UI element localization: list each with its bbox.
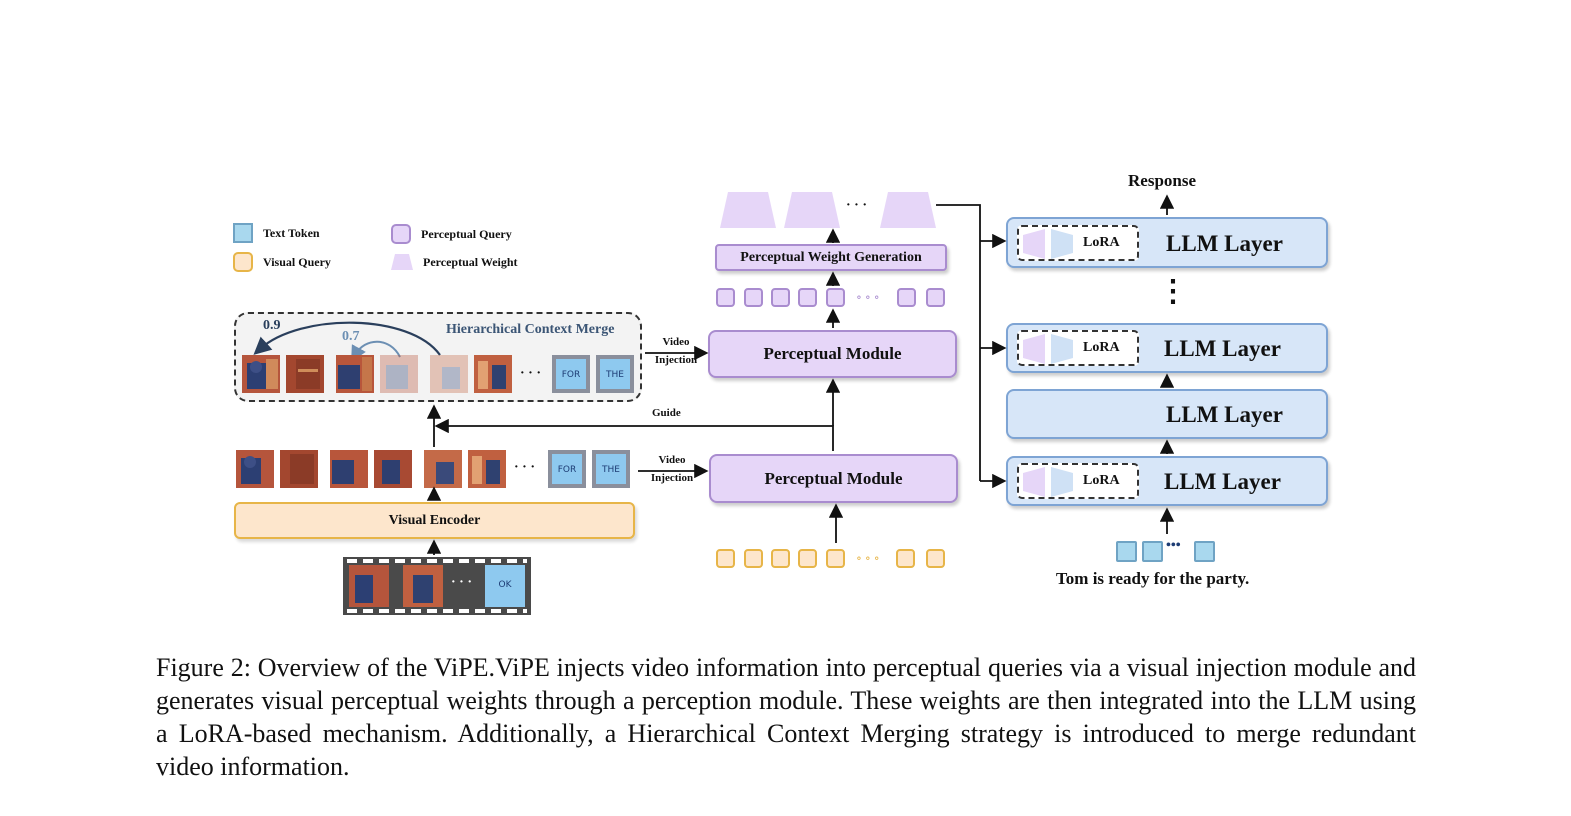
hcm-merge-arrows xyxy=(253,321,441,360)
enc-frame-7: FOR xyxy=(548,450,586,488)
text-token-dots: ••• xyxy=(1166,538,1181,553)
hcm-frame-2 xyxy=(286,355,324,393)
lora-icon-4 xyxy=(1023,467,1073,497)
film-frame-2 xyxy=(403,565,443,607)
llm-vdots: ⋮ xyxy=(1158,275,1188,308)
guide-label: Guide xyxy=(652,407,681,419)
perceptual-weight-2 xyxy=(784,192,840,228)
weights-ellipsis: · · · xyxy=(846,198,868,213)
lora-label-1: LoRA xyxy=(1083,235,1120,250)
lora-label-4: LoRA xyxy=(1083,473,1120,488)
pwg-label: Perceptual Weight Generation xyxy=(740,249,922,265)
film-frame-3: OK xyxy=(485,565,525,607)
film-frame-1 xyxy=(349,565,389,607)
lora-adapter-4: LoRA xyxy=(1017,463,1139,499)
lora-icon-2 xyxy=(1023,334,1073,364)
lora-label-2: LoRA xyxy=(1083,340,1120,355)
enc-frame-2 xyxy=(280,450,318,488)
legend-perceptual-weight-icon xyxy=(391,254,413,270)
video-injection-top: Video Injection xyxy=(654,336,698,366)
perceptual-module-top-label: Perceptual Module xyxy=(763,344,902,363)
hcm-frame-5 xyxy=(430,355,468,393)
legend-text-token-swatch xyxy=(233,223,253,243)
enc-frame-4 xyxy=(374,450,412,488)
legend-text-token-label: Text Token xyxy=(263,226,320,240)
llm-layer-4: LoRA LLM Layer xyxy=(1006,456,1328,506)
hcm-frame-1 xyxy=(242,355,280,393)
visual-encoder: Visual Encoder xyxy=(234,502,635,539)
legend-visual-query-swatch xyxy=(233,252,253,272)
film-strip: · · · OK xyxy=(343,557,531,615)
svg-text:THE: THE xyxy=(605,370,624,380)
hcm-frame-3 xyxy=(336,355,374,393)
response-label: Response xyxy=(1128,171,1197,190)
input-text: Tom is ready for the party. xyxy=(1056,569,1250,588)
enc-ellipsis: · · · xyxy=(514,460,536,475)
llm-layer-2-label: LLM Layer xyxy=(1164,336,1281,361)
llm-layer-1: LoRA LLM Layer xyxy=(1006,217,1328,268)
lora-adapter-2: LoRA xyxy=(1017,330,1139,366)
svg-text:FOR: FOR xyxy=(558,465,577,475)
enc-frame-5 xyxy=(424,450,462,488)
hcm-title: Hierarchical Context Merge xyxy=(446,322,615,337)
enc-frame-8: THE xyxy=(592,450,630,488)
figure: Text Token Visual Query Perceptual Query… xyxy=(233,171,1328,615)
perceptual-weights-row xyxy=(720,192,936,228)
llm-layer-1-label: LLM Layer xyxy=(1166,231,1283,256)
perceptual-weight-3 xyxy=(880,192,936,228)
llm-layer-3: LLM Layer xyxy=(1006,389,1328,439)
perceptual-module-bottom-label: Perceptual Module xyxy=(764,468,903,488)
svg-text:OK: OK xyxy=(499,580,513,590)
llm-layer-3-label: LLM Layer xyxy=(1166,402,1283,427)
hcm-frame-4 xyxy=(380,355,418,393)
svg-text:THE: THE xyxy=(601,465,620,475)
lora-icon-1 xyxy=(1023,229,1073,259)
legend-perceptual-query-swatch xyxy=(391,224,411,244)
perceptual-weight-1 xyxy=(720,192,776,228)
vq-dots: ∘ ∘ ∘ xyxy=(856,551,880,565)
film-ellipsis: · · · xyxy=(451,575,473,590)
legend-visual-query-label: Visual Query xyxy=(263,255,331,269)
hcm-frame-6 xyxy=(474,355,512,393)
enc-frame-3 xyxy=(330,450,368,488)
hcm-sim-outer: 0.9 xyxy=(263,318,281,333)
hcm-sim-inner: 0.7 xyxy=(342,329,360,344)
figure-caption: Figure 2: Overview of the ViPE.ViPE inje… xyxy=(156,653,1416,781)
lora-adapter-1: LoRA xyxy=(1017,225,1139,261)
legend-perceptual-weight-label: Perceptual Weight xyxy=(423,255,518,269)
enc-frame-1 xyxy=(236,450,274,488)
hcm-frame-7: FOR xyxy=(552,355,590,393)
connectors xyxy=(426,194,1175,555)
hcm-ellipsis: · · · xyxy=(520,366,542,381)
perceptual-module-top: Perceptual Module xyxy=(708,330,957,378)
llm-layer-4-label: LLM Layer xyxy=(1164,469,1281,494)
llm-layer-2: LoRA LLM Layer xyxy=(1006,323,1328,373)
legend-perceptual-query-label: Perceptual Query xyxy=(421,227,512,241)
pq-dots: ∘ ∘ ∘ xyxy=(856,290,880,304)
hcm-frame-8: THE xyxy=(596,355,634,393)
pwg-box: Perceptual Weight Generation xyxy=(715,244,947,271)
svg-text:FOR: FOR xyxy=(562,370,581,380)
enc-frame-6 xyxy=(468,450,506,488)
visual-encoder-label: Visual Encoder xyxy=(388,512,481,528)
perceptual-module-bottom: Perceptual Module xyxy=(709,454,958,503)
video-injection-bottom: Video Injection xyxy=(650,454,694,484)
